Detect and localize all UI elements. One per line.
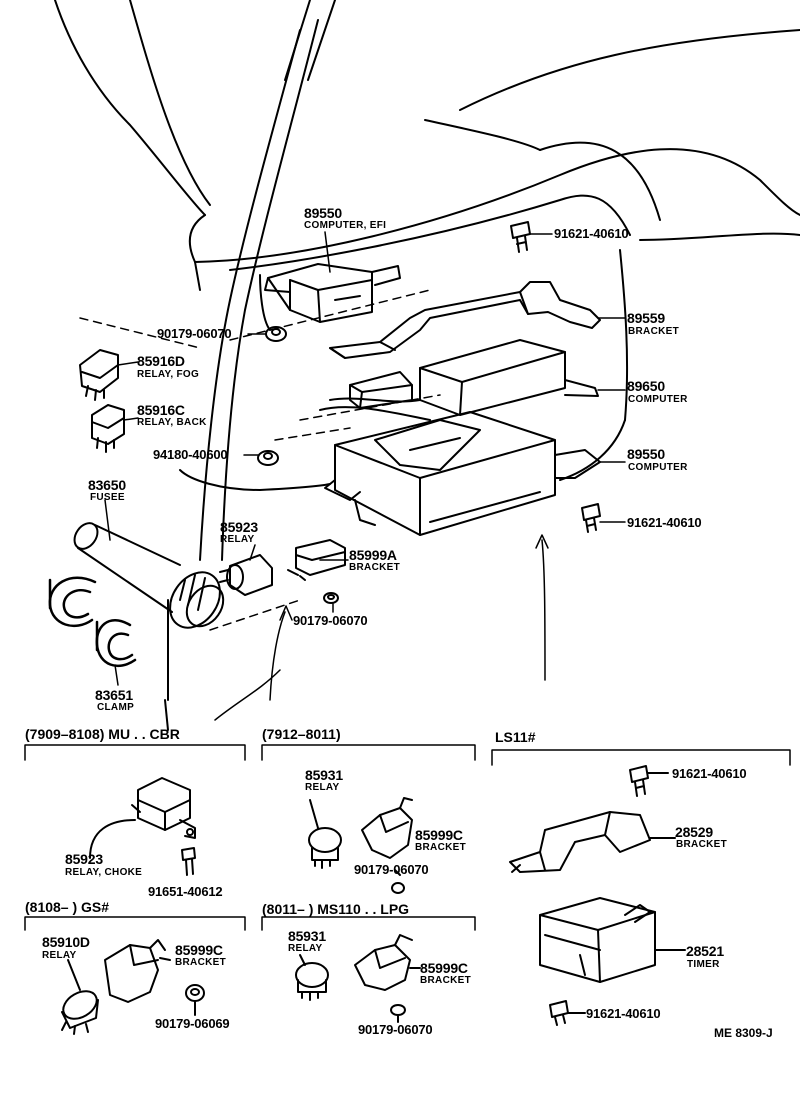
- g2-relay-name: RELAY: [305, 782, 340, 793]
- g4-relay-number: 85910D: [42, 934, 90, 950]
- part-number-computer-efi: 89550: [304, 205, 342, 221]
- group-header-g2: (7912–8011): [262, 726, 341, 742]
- part-name-relay-back: RELAY, BACK: [137, 417, 207, 428]
- clamp-drawing: [48, 576, 137, 668]
- part-name-fusee: FUSEE: [90, 492, 125, 503]
- g4-nut-number: 90179-06069: [155, 1016, 230, 1031]
- group-header-g5: (8011– ) MS110 . . LPG: [262, 901, 410, 917]
- g2-drawing: [308, 797, 413, 894]
- group-header-g4: (8108– ) GS#: [25, 899, 110, 915]
- reference-code: ME 8309-J: [714, 1026, 773, 1040]
- g2-bracket-name: BRACKET: [415, 842, 466, 853]
- g2-relay-number: 85931: [305, 767, 343, 783]
- g3-bolt-top-number: 91621-40610: [672, 766, 747, 781]
- fusee-drawing: [73, 522, 225, 629]
- part-name-computer-89550: COMPUTER: [628, 462, 688, 473]
- g5-bracket-name: BRACKET: [420, 975, 471, 986]
- g4-bracket-number: 85999C: [175, 942, 223, 958]
- g2-bracket-number: 85999C: [415, 827, 463, 843]
- screw-94180-drawing: [257, 450, 279, 466]
- group-brackets: [24, 744, 791, 931]
- g4-relay-name: RELAY: [42, 950, 77, 961]
- part-number-bracket-89559: 89559: [627, 310, 665, 326]
- part-number-nut-left: 90179-06070: [157, 326, 232, 341]
- part-number-relay-fog: 85916D: [137, 353, 185, 369]
- computer-89550-drawing: [324, 411, 601, 536]
- group-header-g3: LS11#: [495, 729, 536, 745]
- part-number-bolt-top: 91621-40610: [554, 226, 629, 241]
- relay-fog-drawing: [79, 349, 119, 401]
- part-number-bracket-85999a: 85999A: [349, 547, 397, 563]
- g5-nut-number: 90179-06070: [358, 1022, 433, 1037]
- computer-efi-drawing: [264, 263, 401, 323]
- g3-bracket-number: 28529: [675, 824, 713, 840]
- part-name-computer-efi: COMPUTER, EFI: [304, 220, 387, 231]
- dashboard-outline: [54, 0, 800, 491]
- g1-relay-name: RELAY, CHOKE: [65, 867, 143, 878]
- fasteners: [257, 221, 601, 604]
- bolt-right-drawing: [581, 503, 601, 533]
- arrow-leaders: [214, 534, 549, 721]
- g5-drawing: [295, 934, 421, 1023]
- part-number-screw-94180: 94180-40600: [153, 447, 228, 462]
- computer-89650-drawing: [319, 339, 599, 421]
- part-name-bracket-85999a: BRACKET: [349, 562, 400, 573]
- g4-drawing: [61, 939, 205, 1035]
- g4-bracket-name: BRACKET: [175, 957, 226, 968]
- g3-timer-name: TIMER: [687, 959, 720, 970]
- nut-center-drawing: [323, 592, 339, 604]
- part-name-relay-fog: RELAY, FOG: [137, 369, 200, 380]
- g1-bolt-number: 91651-40612: [148, 884, 223, 899]
- part-number-relay-back: 85916C: [137, 402, 185, 418]
- g3-bolt-bottom-number: 91621-40610: [586, 1006, 661, 1021]
- g5-relay-name: RELAY: [288, 943, 323, 954]
- label-leaders: [104, 231, 626, 686]
- part-number-fusee: 83650: [88, 477, 126, 493]
- g2-nut-number: 90179-06070: [354, 862, 429, 877]
- part-name-computer-89650: COMPUTER: [628, 394, 688, 405]
- part-number-relay-85923: 85923: [220, 519, 258, 535]
- g5-bracket-number: 85999C: [420, 960, 468, 976]
- group-header-g1: (7909–8108) MU . . CBR: [25, 726, 180, 742]
- part-name-clamp: CLAMP: [97, 702, 135, 713]
- part-number-nut-center: 90179-06070: [293, 613, 368, 628]
- g5-relay-number: 85931: [288, 928, 326, 944]
- part-name-relay-85923: RELAY: [220, 534, 255, 545]
- relay-85923-drawing: [219, 554, 273, 596]
- bracket-85999a-drawing: [287, 539, 346, 581]
- bracket-89559-drawing: [329, 281, 601, 359]
- bolt-top-drawing: [510, 221, 531, 253]
- g1-relay-drawing: [89, 777, 196, 876]
- relay-back-drawing: [91, 404, 125, 453]
- g3-timer-number: 28521: [686, 943, 724, 959]
- part-number-clamp: 83651: [95, 687, 133, 703]
- part-number-computer-89550: 89550: [627, 446, 665, 462]
- g3-bracket-name: BRACKET: [676, 839, 727, 850]
- part-name-bracket-89559: BRACKET: [628, 326, 679, 337]
- nut-left-drawing: [265, 326, 287, 342]
- g1-relay-number: 85923: [65, 851, 103, 867]
- part-number-computer-89650: 89650: [627, 378, 665, 394]
- pillar-lines: [164, 0, 336, 731]
- dashed-leaders: [79, 289, 441, 631]
- part-number-bolt-right: 91621-40610: [627, 515, 702, 530]
- g3-drawing: [509, 765, 686, 1026]
